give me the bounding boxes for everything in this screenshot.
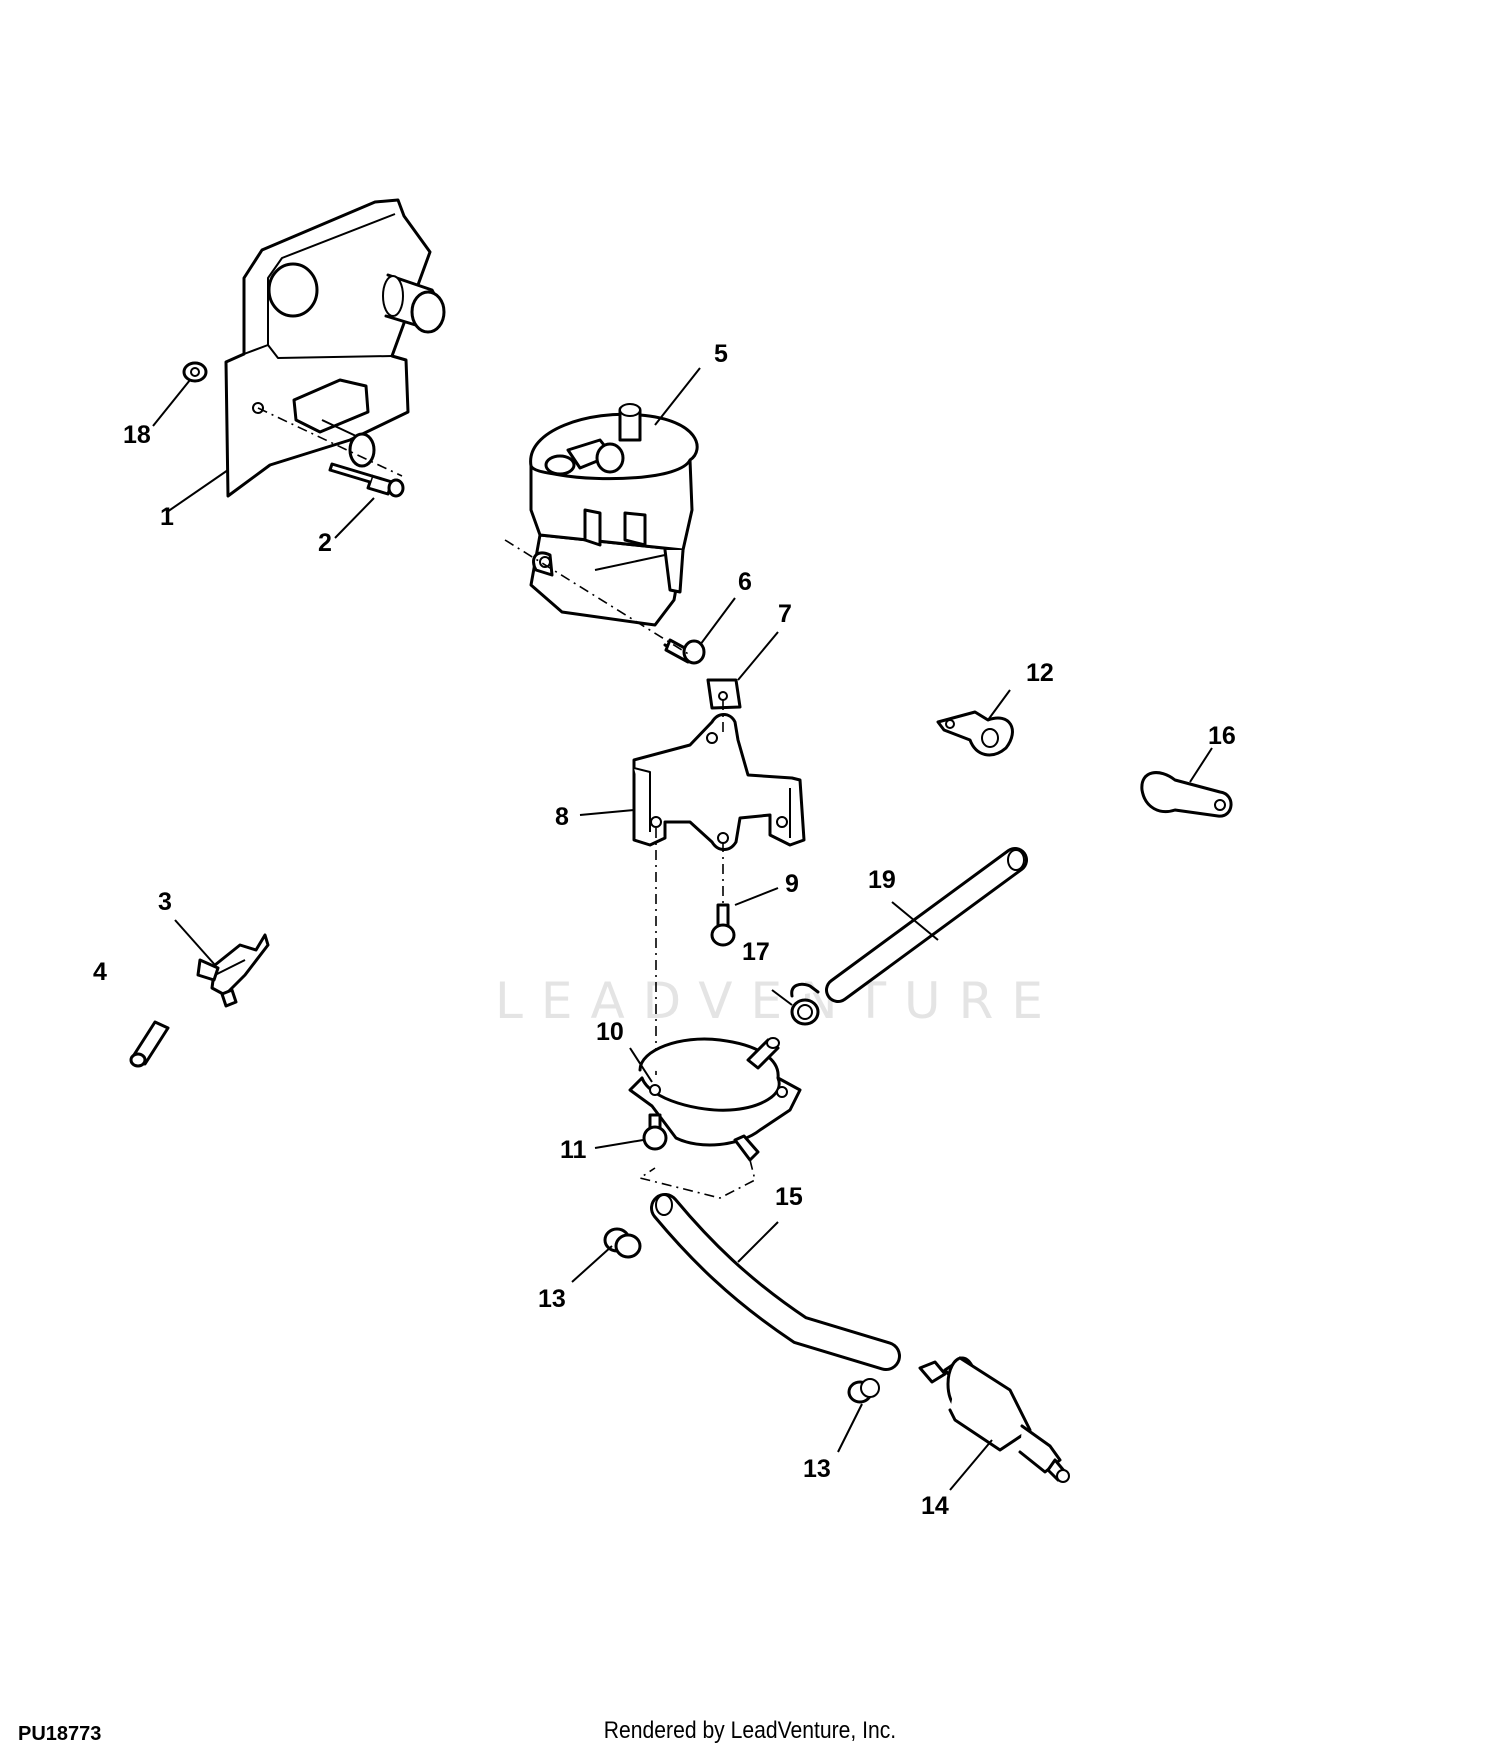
part-5-fuel-pump-module [529, 403, 699, 627]
part-8-bracket [632, 713, 806, 851]
part-19-hose [825, 847, 1028, 1003]
part-1-mounting-bracket [224, 198, 446, 498]
callout-13-lower: 13 [803, 1455, 831, 1483]
part-4-pin [129, 1020, 170, 1068]
part-15-fuel-hose [650, 1193, 901, 1371]
callout-2: 2 [318, 529, 332, 557]
callout-6: 6 [738, 568, 752, 596]
callout-9: 9 [785, 870, 799, 898]
callout-8: 8 [555, 803, 569, 831]
part-17-hose-clamp [790, 982, 820, 1026]
part-7-clip-nut [706, 678, 742, 710]
callout-14: 14 [921, 1492, 949, 1520]
callout-4: 4 [93, 958, 107, 986]
part-18-nut [182, 361, 208, 383]
callout-19: 19 [868, 866, 896, 894]
callout-12: 12 [1026, 659, 1054, 687]
callout-3: 3 [158, 888, 172, 916]
callout-1: 1 [160, 503, 174, 531]
callout-10: 10 [596, 1018, 624, 1046]
part-9-bolt [710, 903, 736, 947]
callout-13-upper: 13 [538, 1285, 566, 1313]
render-credit: Rendered by LeadVenture, Inc. [603, 1717, 897, 1744]
part-13-hose-clamp-lower [847, 1378, 880, 1404]
callout-15: 15 [775, 1183, 803, 1211]
part-10-fuel-pump [628, 1037, 802, 1162]
part-6-bolt [663, 638, 706, 665]
callout-11: 11 [560, 1136, 587, 1164]
part-13-hose-clamp-upper [603, 1227, 642, 1259]
callouts: 1 2 3 4 5 6 7 8 9 10 11 12 13 13 14 15 1… [93, 340, 1236, 1520]
callout-17: 17 [742, 938, 770, 966]
callout-7: 7 [778, 600, 792, 628]
callout-16: 16 [1208, 722, 1236, 750]
callout-18: 18 [123, 421, 151, 449]
figure-id: PU18773 [18, 1723, 102, 1745]
leader-lines [152, 367, 1213, 1491]
part-16-clamp [1140, 771, 1233, 818]
part-3-fitting [196, 933, 270, 1008]
watermark: LEADVENTURE [495, 972, 1061, 1030]
part-14-fuel-filter [918, 1356, 1070, 1483]
part-2-bolt [328, 462, 405, 498]
callout-5: 5 [714, 340, 728, 368]
part-11-bolt [642, 1113, 668, 1151]
part-12-p-clamp [936, 710, 1014, 757]
